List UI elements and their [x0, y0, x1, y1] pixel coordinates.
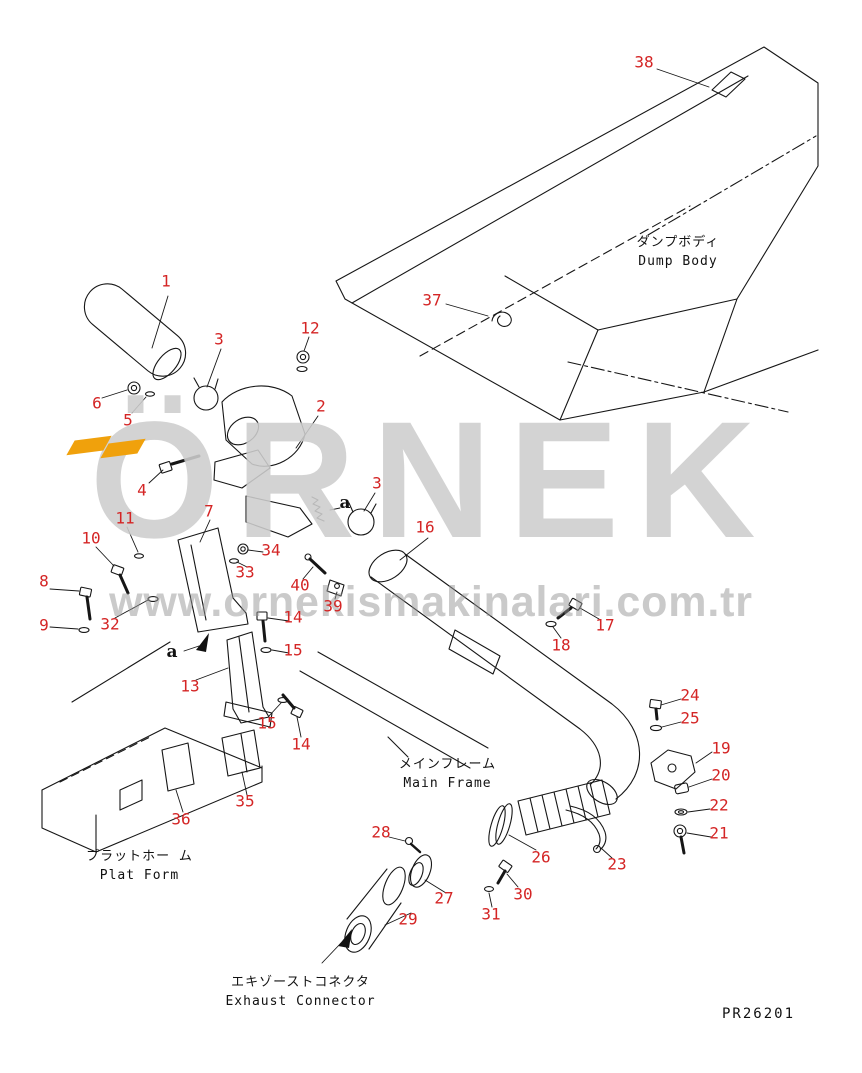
lower-exhaust-parts	[299, 549, 641, 953]
part-callout-20: 20	[711, 765, 731, 785]
part-callout-37: 37	[422, 290, 442, 310]
upper-exhaust-parts	[83, 283, 377, 538]
label-platform-en: Plat Form	[99, 867, 180, 883]
part-callout-3: 3	[214, 329, 224, 349]
part-callout-35: 35	[235, 791, 255, 811]
part-callout-24: 24	[680, 685, 700, 705]
label-platform-jp: プラットホー ム	[86, 849, 193, 864]
part-callout-23: 23	[607, 854, 627, 874]
leader-lines	[49, 68, 713, 964]
part-callout-7: 7	[204, 501, 214, 521]
label-exhaust-connector-en: Exhaust Connector	[225, 993, 376, 1009]
part-callout-18: 18	[551, 635, 571, 655]
label-main-frame-en: Main Frame	[403, 775, 492, 791]
label-main-frame: メインフレーム Main Frame	[380, 756, 515, 794]
reference-arrows	[196, 633, 352, 948]
part-callout-25: 25	[680, 708, 700, 728]
part-callout-15: 15	[283, 640, 303, 660]
part-callout-32: 32	[100, 614, 120, 634]
part-callout-22: 22	[709, 795, 729, 815]
part-callout-6: 6	[92, 393, 102, 413]
drawing-number: PR26201	[722, 1006, 796, 1022]
part-callout-26: 26	[531, 847, 551, 867]
label-exhaust-connector-jp: エキゾーストコネクタ	[231, 975, 370, 990]
label-dump-body-en: Dump Body	[638, 253, 718, 269]
part-callout-21: 21	[709, 823, 729, 843]
part-callout-17: 17	[595, 615, 615, 635]
part-callout-31: 31	[481, 904, 501, 924]
part-callout-34: 34	[261, 540, 281, 560]
part-callout-33: 33	[235, 562, 255, 582]
part-callout-15: 15	[257, 713, 277, 733]
part-callout-28: 28	[371, 822, 391, 842]
part-callout-38: 38	[634, 52, 654, 72]
part-callout-27: 27	[434, 888, 454, 908]
part-callout-3: 3	[372, 473, 382, 493]
part-callout-39: 39	[323, 596, 343, 616]
part-callout-14: 14	[283, 607, 303, 627]
part-callout-5: 5	[123, 410, 133, 430]
part-callout-8: 8	[39, 571, 49, 591]
part-callout-11: 11	[115, 508, 135, 528]
part-callout-2: 2	[316, 396, 326, 416]
dump-body-outline	[335, 46, 819, 421]
part-callout-1: 1	[161, 271, 171, 291]
label-platform: プラットホー ム Plat Form	[82, 848, 197, 886]
part-callout-16: 16	[415, 517, 435, 537]
part-callout-9: 9	[39, 615, 49, 635]
part-callout-19: 19	[711, 738, 731, 758]
part-callout-40: 40	[290, 575, 310, 595]
part-callout-30: 30	[513, 884, 533, 904]
part-callout-10: 10	[81, 528, 101, 548]
ref-marker-a: a	[339, 493, 351, 513]
part-callout-14: 14	[291, 734, 311, 754]
label-dump-body: ダンプボディ Dump Body	[598, 234, 758, 272]
part-callout-13: 13	[180, 676, 200, 696]
label-exhaust-connector: エキゾーストコネクタ Exhaust Connector	[218, 974, 383, 1012]
part-callout-4: 4	[137, 480, 147, 500]
supports-and-platform	[41, 527, 273, 853]
part-callout-29: 29	[398, 909, 418, 929]
fasteners	[78, 350, 696, 892]
label-dump-body-jp: ダンプボディ	[636, 235, 720, 250]
label-main-frame-jp: メインフレーム	[398, 757, 497, 772]
part-callout-12: 12	[300, 318, 320, 338]
ref-marker-a: a	[166, 642, 178, 662]
part-callout-36: 36	[171, 809, 191, 829]
